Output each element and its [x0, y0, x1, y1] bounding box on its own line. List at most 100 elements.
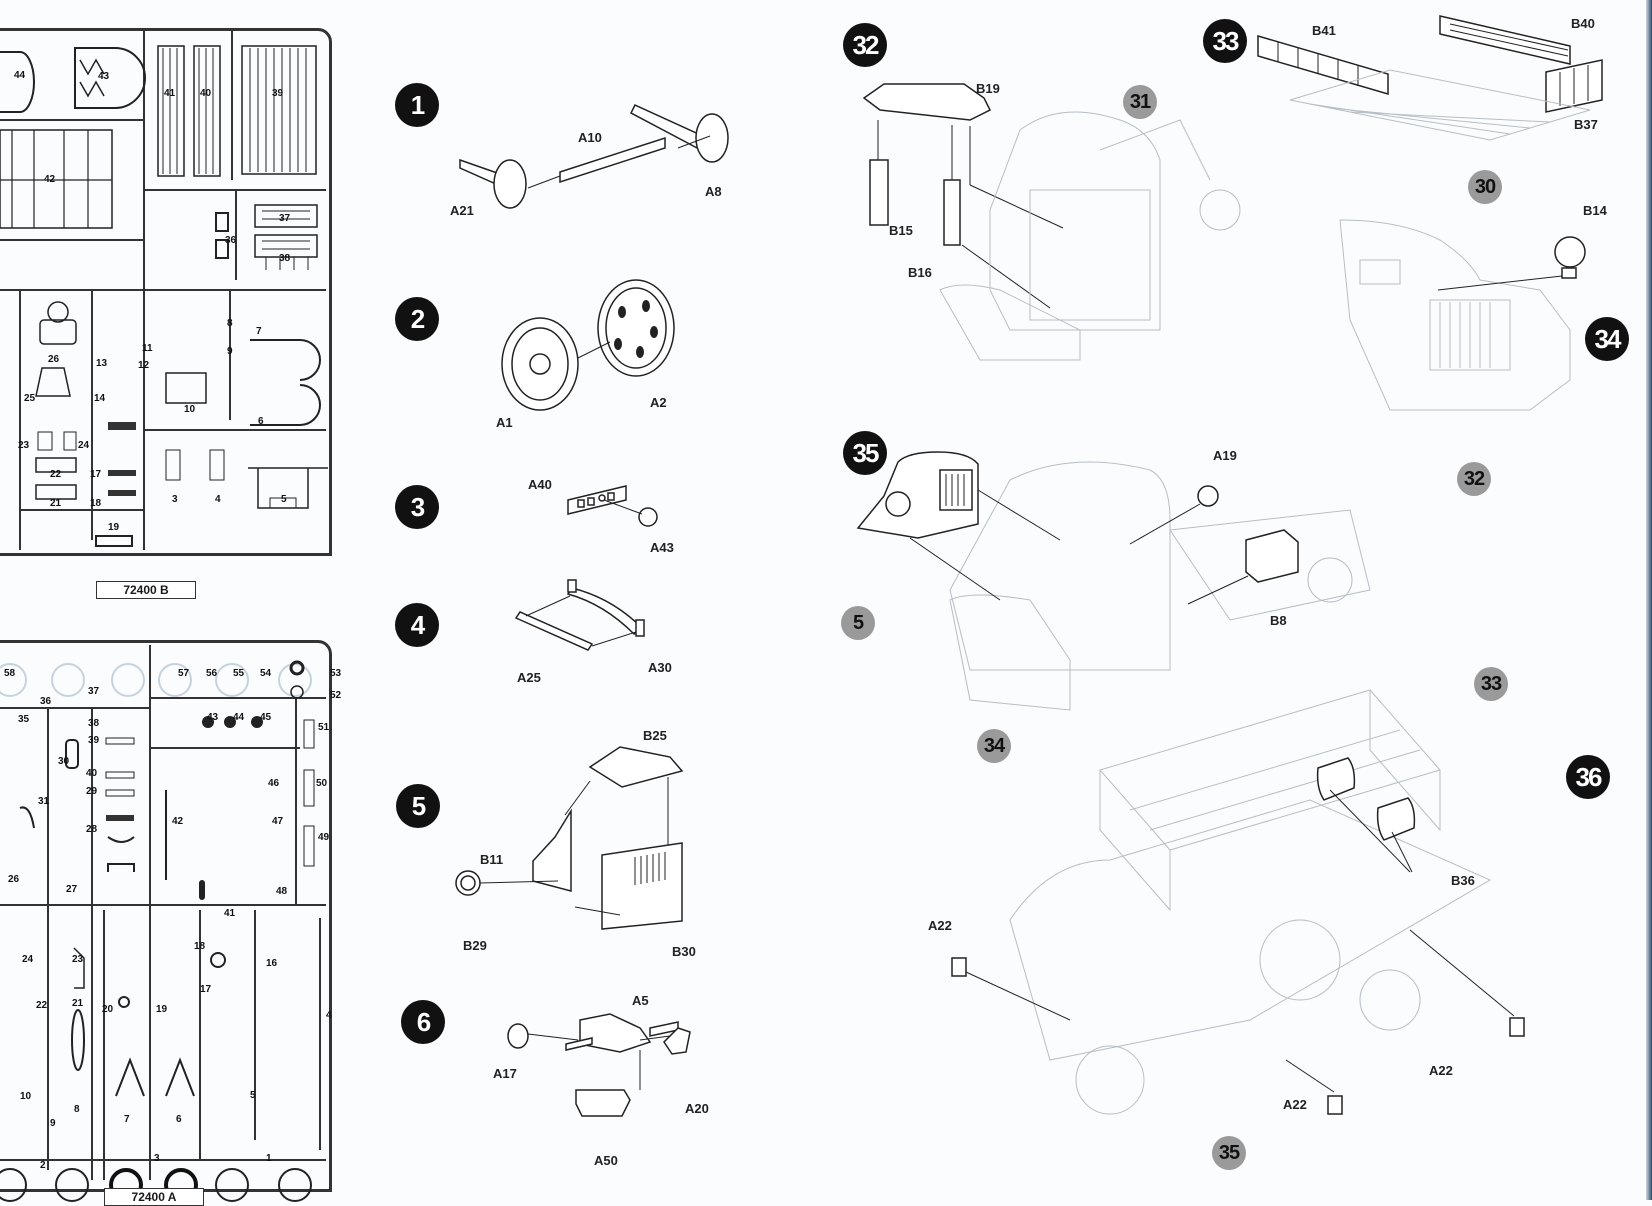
sprue-b-part-10: 10	[184, 404, 196, 415]
part-label-b11: B11	[480, 852, 504, 867]
part-label-a25: A25	[517, 670, 541, 685]
step-36-diagram	[951, 689, 1525, 1115]
part-label-b30: B30	[672, 944, 696, 959]
sprue-b-part-12: 12	[138, 360, 150, 371]
step-number-badge: 4	[395, 603, 439, 647]
sprue-a-part-41: 41	[224, 908, 236, 919]
sprue-a-part-47: 47	[272, 816, 284, 827]
sprue-a-part-30: 30	[58, 756, 70, 767]
sprue-a-part-48: 48	[276, 886, 288, 897]
sprue-a-part-9: 9	[50, 1118, 56, 1129]
sprue-b-part-26: 26	[48, 354, 60, 365]
step-2-diagram	[501, 279, 675, 411]
sprue-b-part-44: 44	[14, 70, 26, 81]
sprue-b-part-21: 21	[50, 498, 62, 509]
sprue-a-part-39: 39	[88, 735, 100, 746]
sprue-b-part-11: 11	[142, 343, 153, 354]
sprue-a-part-40: 40	[86, 768, 98, 779]
step-35-diagram	[856, 451, 1371, 711]
part-label-b15: B15	[889, 223, 913, 238]
sprue-b-part-18: 18	[90, 498, 102, 509]
part-label-a22: A22	[928, 918, 952, 933]
sprue-b-part-14: 14	[94, 393, 106, 404]
reference-step-badge: 33	[1474, 667, 1508, 701]
step-34-diagram	[1339, 219, 1586, 411]
reference-step-badge: 31	[1123, 85, 1157, 119]
step-number-badge: 6	[401, 1000, 445, 1044]
reference-step-badge: 32	[1457, 462, 1491, 496]
sprue-a-part-24: 24	[22, 954, 34, 965]
sprue-b-part-3: 3	[172, 494, 178, 505]
sprue-b-runners	[0, 30, 328, 550]
part-label-b29: B29	[463, 938, 487, 953]
step-number-badge: 2	[395, 297, 439, 341]
sprue-a-part-58: 58	[4, 668, 16, 679]
step-32-diagram	[862, 83, 1241, 361]
part-label-b8: B8	[1270, 613, 1287, 628]
part-label-b41: B41	[1312, 23, 1336, 38]
part-label-a8: A8	[705, 184, 722, 199]
sprue-a-part-56: 56	[206, 668, 218, 679]
sprue-a-part-21: 21	[72, 998, 84, 1009]
sprue-b-label: 72400 B	[96, 581, 196, 599]
sprue-a-part-4: 4	[326, 1010, 332, 1021]
sprue-a-part-49: 49	[318, 832, 330, 843]
reference-step-badge: 34	[977, 729, 1011, 763]
sprue-a-part-46: 46	[268, 778, 280, 789]
step-5-diagram	[455, 746, 684, 930]
step-number-badge: 32	[843, 23, 887, 67]
sprue-a-part-8: 8	[74, 1104, 80, 1115]
sprue-b-part-6: 6	[258, 416, 264, 427]
sprue-a-part-36: 36	[40, 696, 52, 707]
sprue-a-part-17: 17	[200, 984, 212, 995]
page-binding-edge	[1646, 0, 1652, 1200]
sprue-a-part-3: 3	[154, 1153, 160, 1164]
sprue-a-part-52: 52	[330, 690, 342, 701]
sprue-a-part-22: 22	[36, 1000, 48, 1011]
part-label-b19: B19	[976, 81, 1000, 96]
sprue-a-part-18: 18	[194, 941, 206, 952]
part-label-a21: A21	[450, 203, 474, 218]
step-number-badge: 1	[395, 83, 439, 127]
sprue-a-part-20: 20	[102, 1004, 114, 1015]
sprue-a-part-31: 31	[38, 796, 50, 807]
part-label-a20: A20	[685, 1101, 709, 1116]
part-label-a50: A50	[594, 1153, 618, 1168]
reference-step-badge: 5	[841, 606, 875, 640]
sprue-a-part-53: 53	[330, 668, 342, 679]
sprue-a-part-50: 50	[316, 778, 328, 789]
part-label-b25: B25	[643, 728, 667, 743]
part-label-a30: A30	[648, 660, 672, 675]
sprue-a-part-29: 29	[86, 786, 98, 797]
sprue-b-part-42: 42	[44, 174, 56, 185]
sprue-a-part-35: 35	[18, 714, 30, 725]
part-label-a2: A2	[650, 395, 667, 410]
part-label-b36: B36	[1451, 873, 1475, 888]
sprue-b-part-4: 4	[215, 494, 221, 505]
part-label-b37: B37	[1574, 117, 1598, 132]
sprue-a-part-7: 7	[124, 1114, 130, 1125]
step-number-badge: 3	[395, 485, 439, 529]
sprue-b-part-19: 19	[108, 522, 120, 533]
sprue-b-part-41: 41	[164, 88, 176, 99]
sprue-a-label: 72400 A	[104, 1188, 204, 1206]
part-label-a1: A1	[496, 415, 513, 430]
sprue-b-part-17: 17	[90, 469, 102, 480]
sprue-b-part-37: 37	[279, 213, 291, 224]
part-label-a5: A5	[632, 993, 649, 1008]
sprue-a-part-28: 28	[86, 824, 98, 835]
sprue-a-part-51: 51	[318, 722, 330, 733]
sprue-a-part-10: 10	[20, 1091, 32, 1102]
sprue-a-part-38: 38	[88, 718, 100, 729]
sprue-b-part-5: 5	[281, 494, 287, 505]
sprue-a-part-43: 43	[207, 712, 219, 723]
sprue-b-frame	[0, 28, 332, 556]
step-4-diagram	[514, 579, 645, 651]
sprue-a-part-16: 16	[266, 958, 278, 969]
sprue-b-part-13: 13	[96, 358, 108, 369]
sprue-b-part-9: 9	[227, 346, 233, 357]
sprue-a-part-27: 27	[66, 884, 78, 895]
step-number-badge: 33	[1203, 19, 1247, 63]
sprue-b-part-23: 23	[18, 440, 30, 451]
step-6-diagram	[507, 1013, 691, 1117]
